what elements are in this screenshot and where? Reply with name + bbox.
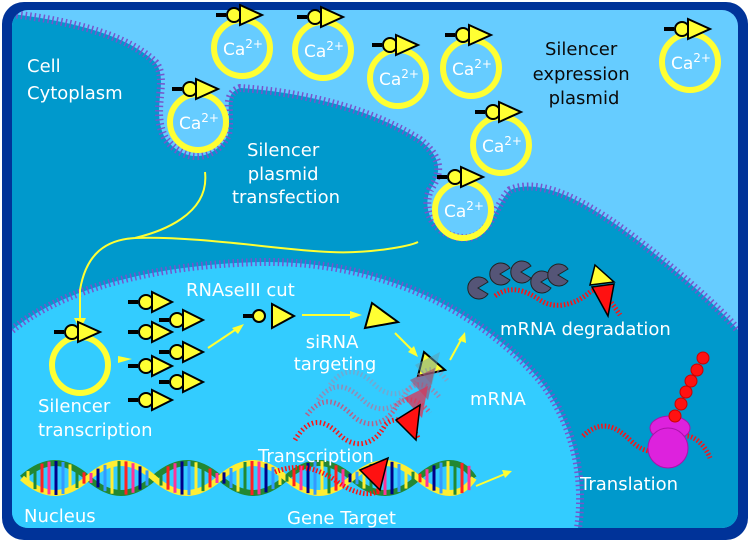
mrna-label: mRNA [470,389,527,410]
arrow [475,473,506,487]
gene-target-label: Gene Target [287,508,396,529]
polypeptide-chain [668,351,710,423]
translation-label: Translation [579,474,678,495]
svg-text:Ca2+: Ca2+ [444,199,484,222]
dna-helix [20,460,477,496]
ca-plasmid: Ca2+ [443,25,499,96]
svg-text:Ca2+: Ca2+ [482,134,522,157]
arrow-head [350,311,362,319]
svg-text:Ca2+: Ca2+ [179,111,219,134]
mrna-arrowhead [590,283,615,319]
arrow [207,327,239,349]
arrow-head [232,324,244,334]
arrow-head [408,346,418,357]
arrow-head [502,470,512,478]
ca-plasmid: Ca2+ [435,167,491,238]
ca-plasmid: Ca2+ [473,102,529,173]
arrow-head [118,356,132,363]
rnaseiii-cut-label: RNAseIII cut [186,280,295,301]
silencer-transcription-label: Silencer transcription [38,396,152,441]
svg-text:Ca2+: Ca2+ [452,57,492,80]
cell-membrane [12,10,738,333]
ca-text: Ca [223,40,245,60]
svg-text:Ca2+: Ca2+ [379,67,419,90]
silencer-expression-plasmid-label: Silencer expression plasmid [533,39,636,109]
svg-text:Ca2+: Ca2+ [223,37,263,60]
svg-text:Ca2+: Ca2+ [671,51,711,74]
svg-text:Ca2+: Ca2+ [304,39,344,62]
arrow [449,337,463,361]
arrow [394,332,415,353]
sirna-triangle [363,301,401,330]
ca-plasmid: Ca2+ [214,5,270,76]
ca-plasmid: Ca2+ [170,79,226,150]
nucleus-label: Nucleus [24,506,96,527]
ca-plasmid: Ca2+ [370,35,426,106]
transcribing-mrna [274,464,382,497]
cell-cytoplasm-label: Cell Cytoplasm [27,56,123,104]
rna-polymerase-arrow [358,456,390,492]
ca-plasmid: Ca2+ [295,7,351,78]
ribosome [647,415,691,469]
sirna-triangle [589,263,616,286]
silencer-plasmid-transfection-label: Silencer plasmid transfection [232,140,340,208]
ca-plasmid: Ca2+ [662,19,718,90]
mrna-arrowheads [394,352,440,442]
transcription-label: Transcription [257,446,374,467]
arrow-head [458,332,466,343]
transfection-path-right [134,236,419,254]
sirna-targeting-label: siRNA targeting [294,332,377,375]
cleaved-hairpin [243,302,297,330]
mrna-degradation-label: mRNA degradation [500,319,671,340]
